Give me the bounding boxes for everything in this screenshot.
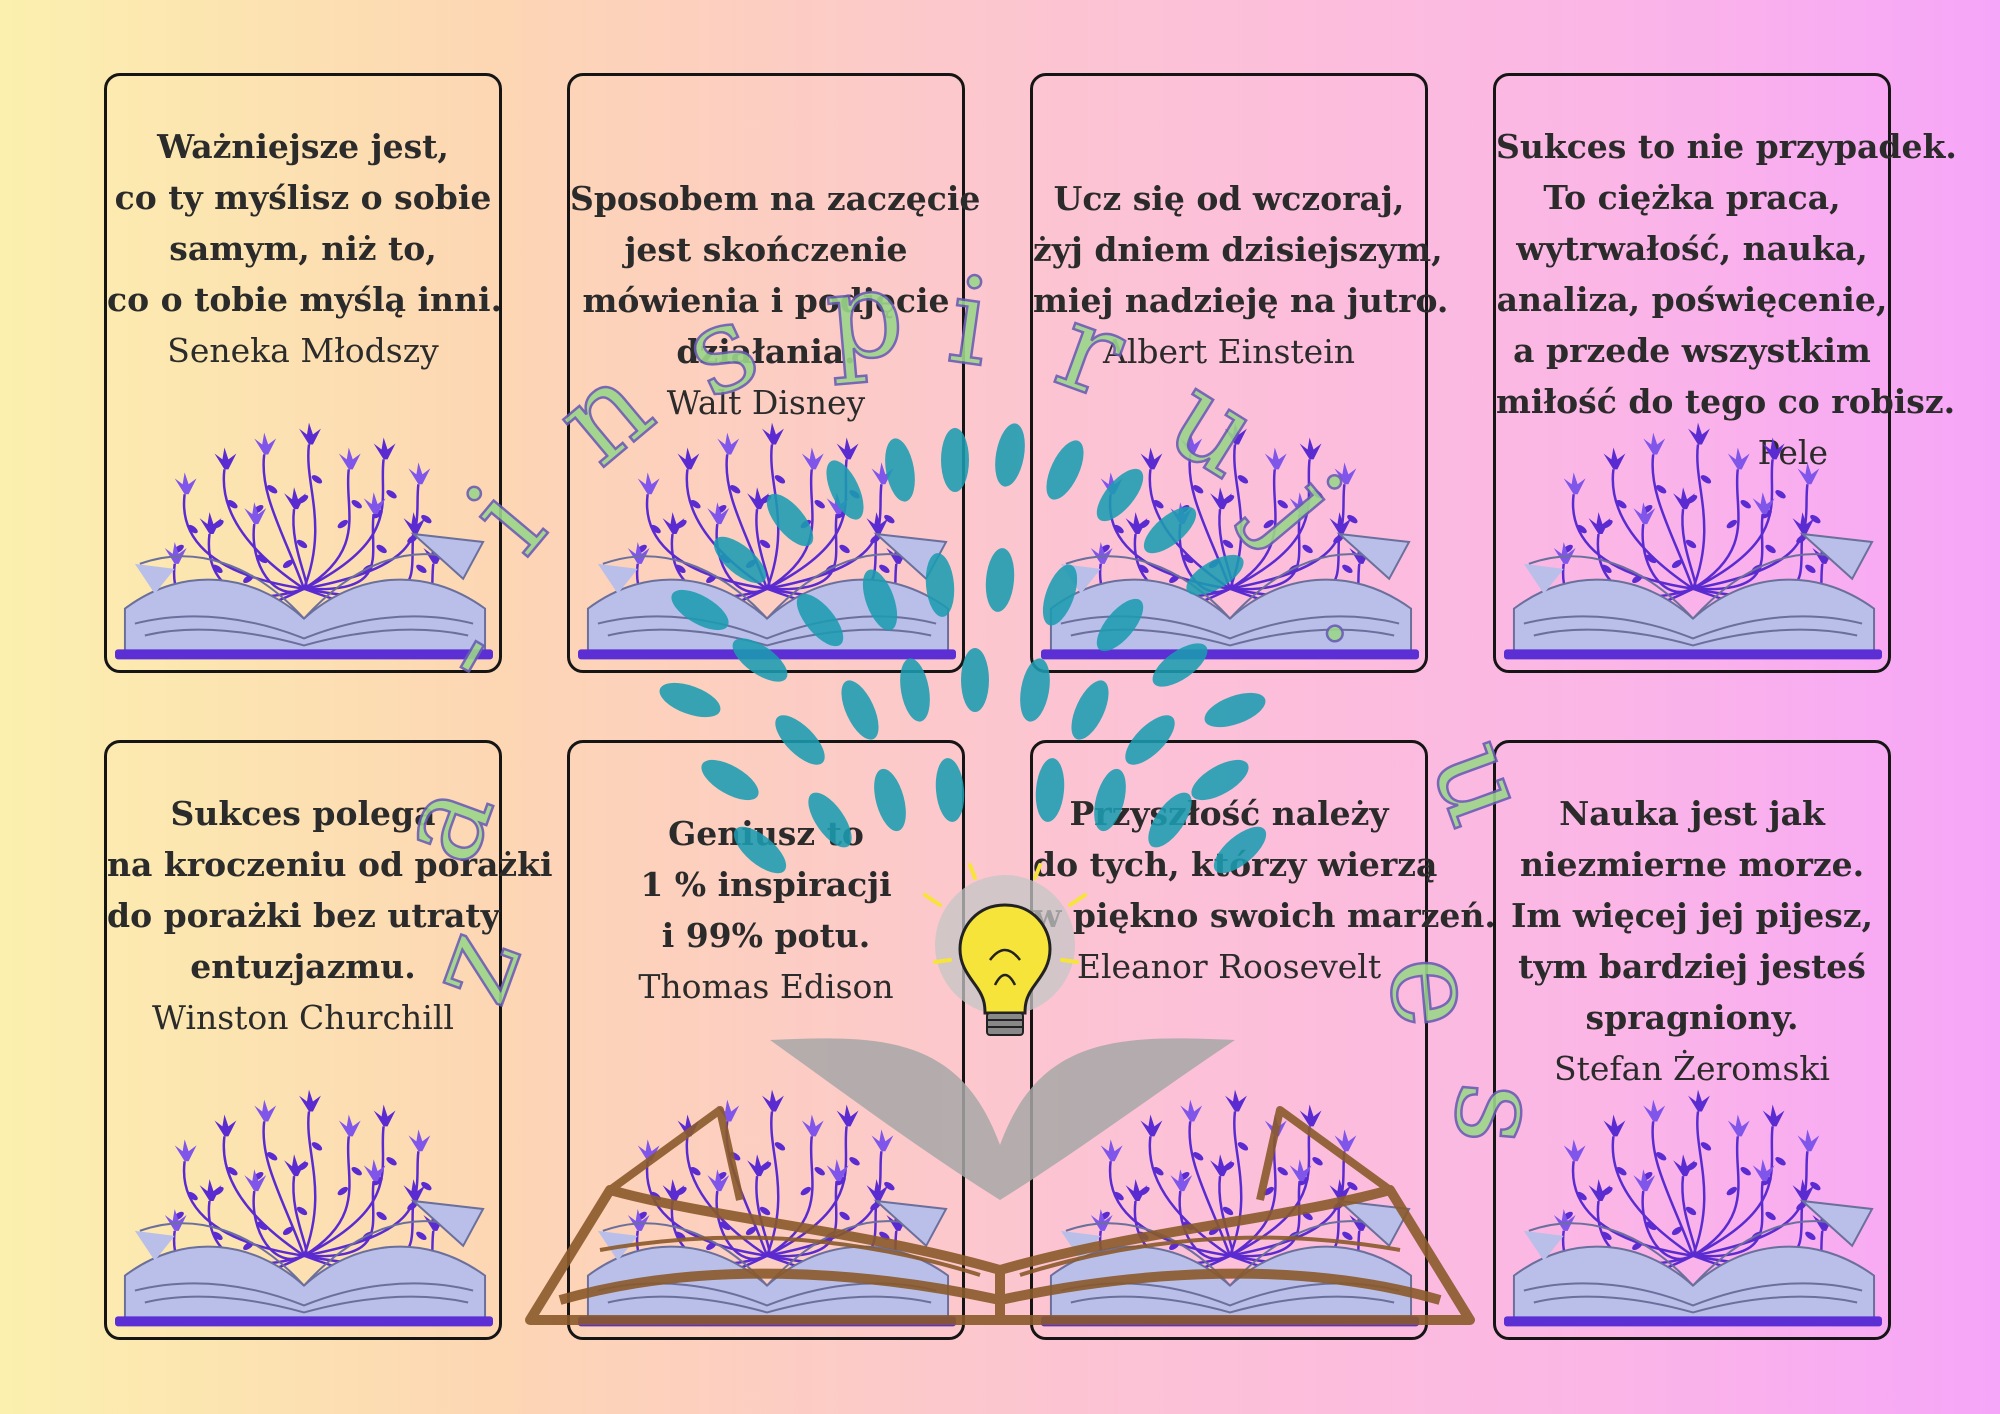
book-flowers-illustration — [1504, 1089, 1882, 1327]
quote-line: żyj dniem dzisiejszym, — [1033, 230, 1443, 269]
quote-line: Sukces polega — [170, 794, 436, 833]
quote-line: Geniusz to — [668, 814, 864, 853]
quote-line: Ucz się od wczoraj, — [1053, 179, 1405, 218]
book-flowers-illustration — [115, 422, 493, 660]
leaf-shape — [1071, 680, 1109, 740]
quote-author: Walt Disney — [666, 383, 866, 422]
book-flowers-illustration — [1041, 422, 1419, 660]
quote-card: Przyszłość należy do tych, którzy wierzą w… — [1030, 740, 1496, 1340]
quote-line: do porażki bez utraty — [107, 896, 500, 935]
quote-line: spragniony. — [1585, 998, 1799, 1037]
quote-text-block: Geniusz to 1 % inspiracji i 99% potu. Thoma… — [570, 808, 962, 1012]
book-flowers-illustration — [578, 1089, 956, 1327]
quote-card: Ucz się od wczoraj, żyj dniem dzisiejszym… — [1030, 73, 1449, 673]
quote-line: To ciężka praca, — [1543, 178, 1841, 217]
quote-line: miej nadzieję na jutro. — [1033, 281, 1449, 320]
book-flowers-illustration — [115, 1089, 493, 1327]
quote-line: miłość do tego co robisz. — [1496, 382, 1956, 421]
leaf-shape — [659, 682, 721, 718]
quote-line: niezmierne morze. — [1519, 845, 1865, 884]
quote-text-block: Sukces polega na kroczeniu od porażki do p… — [107, 788, 553, 1043]
leaf-shape — [1204, 692, 1266, 728]
quote-text-block: Nauka jest jak niezmierne morze. Im więcej… — [1496, 788, 1888, 1094]
quote-line: działania. — [676, 332, 856, 371]
quote-card: Sposobem na zaczęcie jest skończenie mówie… — [567, 73, 981, 673]
quote-line: Sukces to nie przypadek. — [1496, 127, 1957, 166]
quote-card: Sukces polega na kroczeniu od porażki do p… — [104, 740, 553, 1340]
quote-line: entuzjazmu. — [190, 947, 416, 986]
quote-text-block: Ucz się od wczoraj, żyj dniem dzisiejszym… — [1033, 173, 1449, 377]
quote-line: Sposobem na zaczęcie — [570, 179, 981, 218]
quote-line: i 99% potu. — [661, 916, 871, 955]
quote-line: co ty myślisz o sobie — [114, 178, 492, 217]
quote-author: Thomas Edison — [638, 967, 894, 1006]
leaf-shape — [985, 548, 1015, 612]
quote-line: mówienia i podjęcie — [582, 281, 950, 320]
quote-text-block: Przyszłość należy do tych, którzy wierzą w… — [1033, 788, 1496, 992]
quote-line: tym bardziej jesteś — [1518, 947, 1866, 986]
quote-line: samym, niż to, — [169, 229, 437, 268]
book-flowers-illustration — [578, 422, 956, 660]
quote-card: Sukces to nie przypadek. To ciężka praca,… — [1493, 73, 1957, 673]
quote-text-block: Sukces to nie przypadek. To ciężka praca,… — [1496, 121, 1957, 478]
quote-author: Eleanor Roosevelt — [1076, 947, 1382, 986]
quote-text-block: Ważniejsze jest, co ty myślisz o sobie sam… — [107, 121, 503, 376]
quote-card: Geniusz to 1 % inspiracji i 99% potu. Thoma… — [567, 740, 965, 1340]
quote-line: do tych, którzy wierzą — [1033, 845, 1438, 884]
quote-line: Im więcej jej pijesz, — [1510, 896, 1874, 935]
quote-text-block: Sposobem na zaczęcie jest skończenie mówie… — [570, 173, 981, 428]
quote-line: analiza, poświęcenie, — [1496, 280, 1888, 319]
quote-line: Ważniejsze jest, — [157, 127, 449, 166]
quote-author: Albert Einstein — [1103, 332, 1355, 371]
leaf-shape — [841, 680, 879, 740]
quote-card: Ważniejsze jest, co ty myślisz o sobie sam… — [104, 73, 502, 673]
book-flowers-illustration — [1041, 1089, 1419, 1327]
quote-line: w piękno swoich marzeń. — [1033, 896, 1496, 935]
quote-card: Nauka jest jak niezmierne morze. Im więcej… — [1493, 740, 1891, 1340]
quote-author: Seneka Młodszy — [167, 331, 439, 370]
leaf-shape — [995, 423, 1025, 487]
book-flowers-illustration — [1504, 422, 1882, 660]
quote-line: Przyszłość należy — [1069, 794, 1389, 833]
quote-line: 1 % inspiracji — [640, 865, 892, 904]
quote-line: a przede wszystkim — [1513, 331, 1871, 370]
quote-author: Stefan Żeromski — [1554, 1049, 1830, 1088]
quote-line: jest skończenie — [624, 230, 908, 269]
leaf-shape — [961, 648, 989, 712]
quote-line: Nauka jest jak — [1559, 794, 1825, 833]
quote-author: Winston Churchill — [152, 998, 454, 1037]
quote-line: na kroczeniu od porażki — [107, 845, 553, 884]
quote-line: co o tobie myślą inni. — [107, 280, 503, 319]
quote-line: wytrwałość, nauka, — [1516, 229, 1868, 268]
